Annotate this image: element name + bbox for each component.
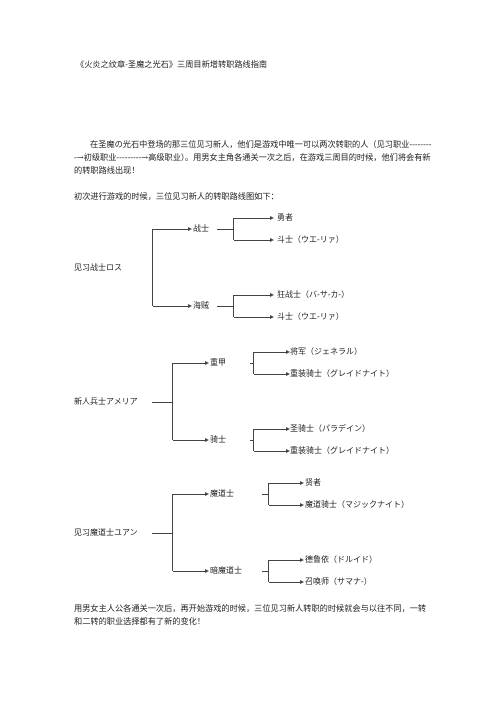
tree-root-label: 见习魔道士ユアン <box>74 527 138 537</box>
leaf-label: 斗士（ウエ-リァ） <box>277 312 344 321</box>
arrow-icon <box>205 361 209 365</box>
branch-line <box>173 363 205 364</box>
leaf-line <box>254 451 286 452</box>
connector-line <box>217 306 233 307</box>
leaf-line <box>269 483 300 484</box>
leaf-line <box>269 505 300 506</box>
leaf-label: 魔道骑士（マジックナイト） <box>305 500 409 509</box>
arrow-icon <box>300 580 304 584</box>
arrow-icon <box>270 315 274 319</box>
leaf-label: 勇者 <box>277 213 293 222</box>
leaf-trunk-line <box>268 560 269 582</box>
branch-label: 骑士 <box>210 435 226 444</box>
trunk-line <box>172 494 173 571</box>
branch-line <box>153 306 188 307</box>
connector-line <box>262 494 268 495</box>
arrow-icon <box>286 372 290 376</box>
connector-line <box>250 363 253 364</box>
leaf-label: 重装骑士（グレイドナイト） <box>290 446 394 455</box>
leaf-trunk-line <box>253 429 254 451</box>
branch-label: 重甲 <box>210 358 226 367</box>
leaf-label: 圣骑士（パラデイン） <box>290 424 370 433</box>
leaf-line <box>234 240 270 241</box>
arrow-icon <box>205 569 209 573</box>
leaf-label: 贤者 <box>305 478 321 487</box>
leaf-trunk-line <box>233 218 234 240</box>
connector-line <box>250 440 253 441</box>
arrow-icon <box>205 492 209 496</box>
page-title: 《火炎之纹章-圣魔之光石》三周目新增转职路线指南 <box>76 59 268 69</box>
leaf-trunk-line <box>268 483 269 505</box>
arrow-icon <box>300 481 304 485</box>
arrow-icon <box>270 216 274 220</box>
branch-label: 魔道士 <box>210 489 234 498</box>
branch-line <box>173 571 205 572</box>
tree-root-label: 见习战士ロス <box>74 262 122 272</box>
leaf-trunk-line <box>233 295 234 317</box>
branch-line <box>173 494 205 495</box>
arrow-icon <box>300 503 304 507</box>
tree-root-label: 新人兵士アメリア <box>74 396 138 406</box>
trunk-line <box>152 229 153 306</box>
branch-label: 海贼 <box>193 301 209 310</box>
arrow-icon <box>270 293 274 297</box>
leaf-line <box>234 317 270 318</box>
leaf-label: 重装骑士（グレイドナイト） <box>290 369 394 378</box>
leaf-line <box>254 429 286 430</box>
connector-line <box>152 532 172 534</box>
leaf-line <box>254 374 286 375</box>
leaf-line <box>269 582 300 583</box>
leaf-label: 狂战士（バ-サ-カ-） <box>277 290 350 299</box>
branch-label: 暗魔道士 <box>210 566 242 575</box>
arrow-icon <box>286 449 290 453</box>
connector-line <box>152 401 172 403</box>
intro-paragraph: 在圣魔の光石中登场的那三位见习新人，他们是游戏中唯一可以两次转职的人（见习职业-… <box>74 139 432 175</box>
closing-paragraph: 用男女主人公各通关一次后，再开始游戏的时候，三位见习新人转职的时候就会与以往不同… <box>74 603 427 626</box>
leaf-line <box>234 295 270 296</box>
arrow-icon <box>270 238 274 242</box>
leaf-label: 将军（ジェネラル） <box>290 347 362 356</box>
branch-line <box>153 229 188 230</box>
arrow-icon <box>286 427 290 431</box>
leaf-label: 德鲁依（ドルイド） <box>305 555 377 564</box>
branch-line <box>173 440 205 441</box>
connector-line <box>217 229 233 230</box>
leaf-label: 召唤师（サマナ-） <box>305 577 372 586</box>
arrow-icon <box>188 227 192 231</box>
connector-line <box>262 571 268 572</box>
arrow-icon <box>188 304 192 308</box>
arrow-icon <box>300 558 304 562</box>
arrow-icon <box>286 350 290 354</box>
branch-label: 战士 <box>193 224 209 233</box>
tree-intro-text: 初次进行游戏的时候，三位见习新人的转职路线图如下： <box>74 191 279 201</box>
leaf-label: 斗士（ウエ-リァ） <box>277 235 344 244</box>
leaf-trunk-line <box>253 352 254 374</box>
leaf-line <box>269 560 300 561</box>
leaf-line <box>234 218 270 219</box>
leaf-line <box>254 352 286 353</box>
arrow-icon <box>205 438 209 442</box>
trunk-line <box>172 363 173 440</box>
